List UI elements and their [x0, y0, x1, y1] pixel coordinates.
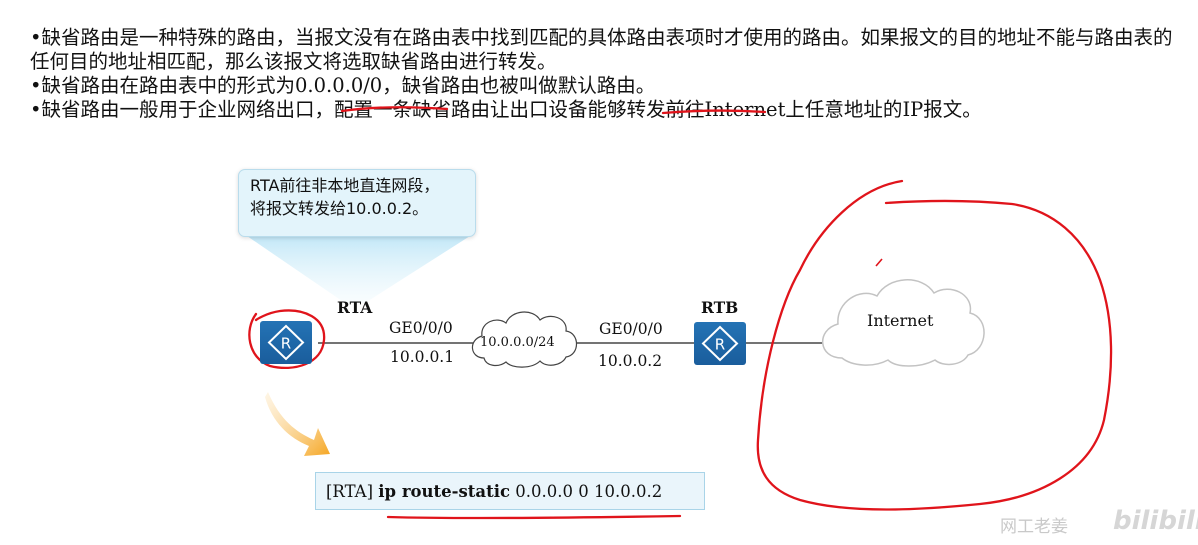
command-keyword: ip route-static — [378, 482, 511, 501]
rtb-label: RTB — [701, 298, 739, 317]
svg-text:R: R — [715, 336, 725, 354]
watermark-text: 网工老姜 — [1000, 517, 1068, 537]
bullet-3-internet: Internet — [704, 98, 786, 121]
rtb-ip: 10.0.0.2 — [598, 352, 663, 370]
router-icon: R — [701, 325, 739, 362]
bullet-1-text: •缺省路由是一种特殊的路由，当报文没有在路由表中找到匹配的具体路由表项时才使用的… — [30, 26, 1173, 73]
annotations — [248, 106, 1113, 520]
router-icon: R — [267, 324, 305, 361]
callout-line-1: RTA前往非本地直连网段， — [250, 176, 440, 195]
callout-box: RTA前往非本地直连网段， 将报文转发给10.0.0.2。 — [238, 169, 476, 237]
svg-text:R: R — [281, 335, 291, 353]
circle-rta — [248, 309, 326, 370]
internet-label: Internet — [867, 311, 934, 330]
rta-ip: 10.0.0.1 — [390, 348, 455, 366]
circle-internet — [756, 179, 1113, 511]
bullet-2-suffix: ，缺省路由也被叫做默认路由。 — [382, 74, 656, 97]
bullet-2: •缺省路由在路由表中的形式为0.0.0.0/0，缺省路由也被叫做默认路由。 — [30, 74, 1180, 98]
command-box: [RTA] ip route-static 0.0.0.0 0 10.0.0.2 — [315, 472, 705, 510]
router-rtb[interactable]: R — [694, 322, 746, 365]
rta-interface: GE0/0/0 — [389, 319, 453, 337]
subnet-label: 10.0.0.0/24 — [480, 335, 555, 350]
bullet-1: •缺省路由是一种特殊的路由，当报文没有在路由表中找到匹配的具体路由表项时才使用的… — [30, 26, 1180, 74]
bullet-3-middle: 上任意地址的 — [785, 98, 903, 121]
command-args: 0.0.0.0 0 10.0.0.2 — [510, 482, 663, 501]
underline-command — [386, 514, 682, 520]
subnet-cloud — [471, 311, 578, 368]
bullet-2-prefix: •缺省路由在路由表中的形式为 — [30, 74, 296, 97]
callout-line-2: 将报文转发给10.0.0.2。 — [250, 199, 429, 218]
bullet-3-suffix: 报文。 — [923, 98, 982, 121]
rta-label: RTA — [337, 298, 373, 317]
router-rta[interactable]: R — [260, 321, 312, 364]
internet-cloud — [821, 279, 985, 367]
command-arrow — [265, 392, 330, 456]
command-prefix: [RTA] — [326, 482, 379, 501]
default-route-value: 0.0.0.0/0 — [295, 74, 383, 97]
underline-alias — [661, 109, 767, 115]
bullet-3-ip: IP — [902, 98, 924, 121]
rtb-interface: GE0/0/0 — [599, 320, 663, 338]
underline-default-route — [340, 106, 449, 113]
bilibili-logo: bilibili — [1113, 506, 1198, 536]
cursor-mark — [875, 258, 883, 267]
callout-beam — [247, 236, 470, 303]
